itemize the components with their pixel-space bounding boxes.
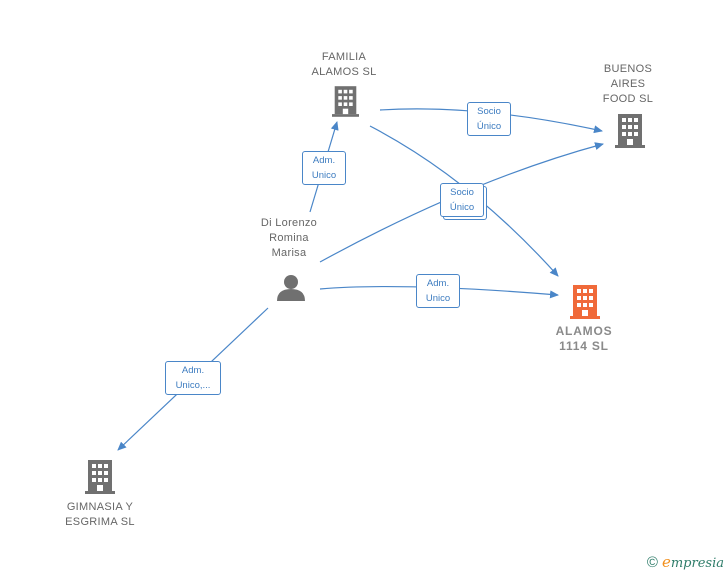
- node-gimnasia-label[interactable]: GIMNASIA Y ESGRIMA SL: [65, 501, 135, 528]
- node-person-label[interactable]: Di Lorenzo Romina Marisa: [260, 217, 318, 259]
- building-icon: [85, 460, 115, 494]
- person-icon: [277, 275, 305, 301]
- node-buenos-aires-label[interactable]: BUENOS AIRES FOOD SL: [602, 63, 654, 105]
- brand-name: mpresia: [670, 556, 724, 571]
- building-icon: [570, 285, 600, 319]
- building-icon: [332, 86, 359, 117]
- edge-label-adm-gimnasia[interactable]: Adm. Unico,...: [165, 361, 221, 395]
- brand-logo: © empresia: [647, 553, 724, 571]
- copyright-icon: ©: [646, 553, 658, 571]
- node-alamos-1114-label[interactable]: ALAMOS 1114 SL: [555, 324, 613, 353]
- edge-label-socio-buenos[interactable]: Socio Único: [467, 102, 511, 136]
- edge-label-adm-alamos[interactable]: Adm. Unico: [416, 274, 460, 308]
- edge-label-socio-stack[interactable]: Socio Único: [440, 183, 484, 217]
- brand-e: e: [661, 553, 671, 571]
- node-familia-alamos-label[interactable]: FAMILIA ALAMOS SL: [311, 51, 377, 78]
- edge-label-adm-familia[interactable]: Adm. Unico: [302, 151, 346, 185]
- building-icon: [615, 114, 645, 148]
